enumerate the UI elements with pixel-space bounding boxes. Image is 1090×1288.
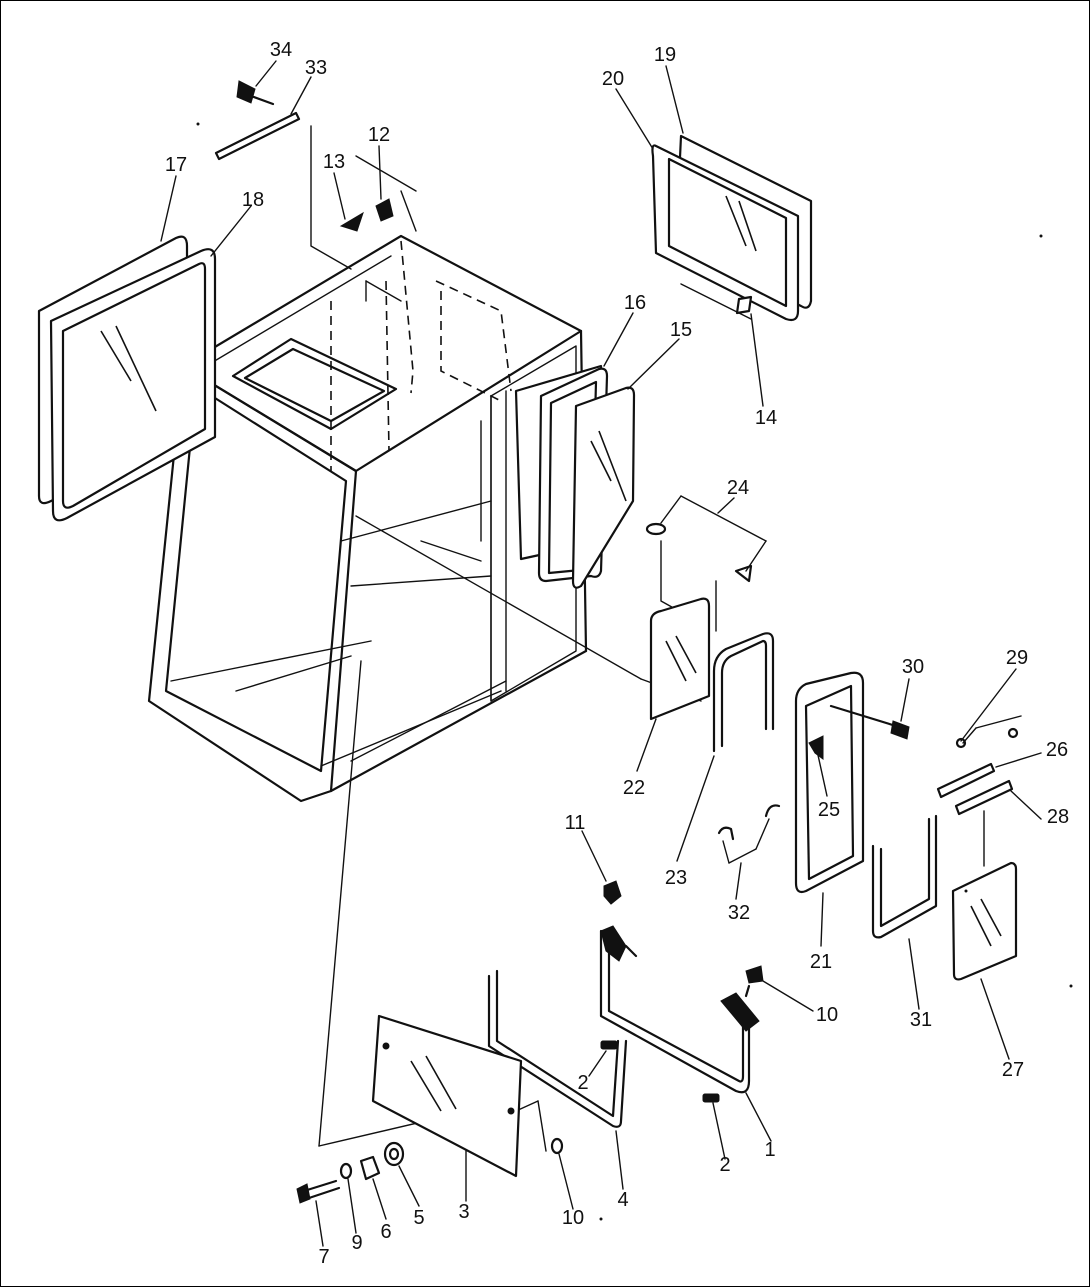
label-9: 10 <box>562 1207 584 1229</box>
label-20: 20 <box>602 68 624 90</box>
label-11: 11 <box>565 812 586 834</box>
label-3: 3 <box>458 1201 469 1223</box>
label-8: 9 <box>351 1232 362 1254</box>
part-30-bolt <box>829 704 910 740</box>
side-window-15-16 <box>514 364 636 589</box>
specks <box>196 122 1073 1221</box>
label-33: 33 <box>305 57 327 79</box>
label-18: 18 <box>242 189 264 211</box>
label-31: 31 <box>910 1009 932 1031</box>
part-1-frame <box>599 925 760 1094</box>
label-24: 24 <box>727 477 749 499</box>
label-10: 10 <box>816 1004 838 1026</box>
parts-12-13-33-34 <box>214 80 753 315</box>
label-26: 26 <box>1046 739 1068 761</box>
part-24-clips <box>645 495 767 583</box>
part-2-blocks <box>600 1040 720 1103</box>
label-34: 34 <box>270 39 292 61</box>
part-27-glass <box>951 861 1018 981</box>
label-17: 17 <box>165 154 187 176</box>
parts-26-28-29 <box>936 727 1019 816</box>
label-32: 32 <box>728 902 750 924</box>
part-3-glass <box>371 1014 523 1178</box>
part-21-window <box>794 671 865 894</box>
part-23-seal <box>712 632 775 753</box>
label-12: 12 <box>368 124 390 146</box>
label-13: 13 <box>323 151 345 173</box>
part-4-seal <box>487 969 628 1128</box>
bolt-assembly-5-6-7-8 <box>296 1137 564 1204</box>
label-23: 23 <box>665 867 687 889</box>
top-right-window-19-20 <box>651 134 813 322</box>
label-1: 1 <box>764 1139 775 1161</box>
label-7: 7 <box>318 1246 329 1268</box>
label-30: 30 <box>902 656 924 678</box>
label-27: 27 <box>1002 1059 1024 1081</box>
label-19: 19 <box>654 44 676 66</box>
label-5: 5 <box>413 1207 424 1229</box>
part-22-glass <box>649 597 711 721</box>
label-21: 21 <box>810 951 832 973</box>
label-4: 4 <box>617 1189 628 1211</box>
label-22: 22 <box>623 777 645 799</box>
label-14: 14 <box>755 407 777 429</box>
parts-10-11 <box>603 880 764 984</box>
left-window-17-18 <box>37 235 217 522</box>
label-28: 28 <box>1047 806 1069 828</box>
part-31-seal <box>871 814 938 939</box>
label-15: 15 <box>670 319 692 341</box>
label-29: 29 <box>1006 647 1028 669</box>
label-2a: 2 <box>577 1072 588 1094</box>
label-leaders <box>160 60 1042 1247</box>
label-2b: 2 <box>719 1154 730 1176</box>
part-number-labels: 34 33 12 13 17 18 19 20 14 16 15 24 22 2… <box>165 39 1069 1268</box>
label-16: 16 <box>624 292 646 314</box>
label-25: 25 <box>818 799 840 821</box>
label-6: 6 <box>380 1221 391 1243</box>
part-32-clips <box>717 804 781 864</box>
